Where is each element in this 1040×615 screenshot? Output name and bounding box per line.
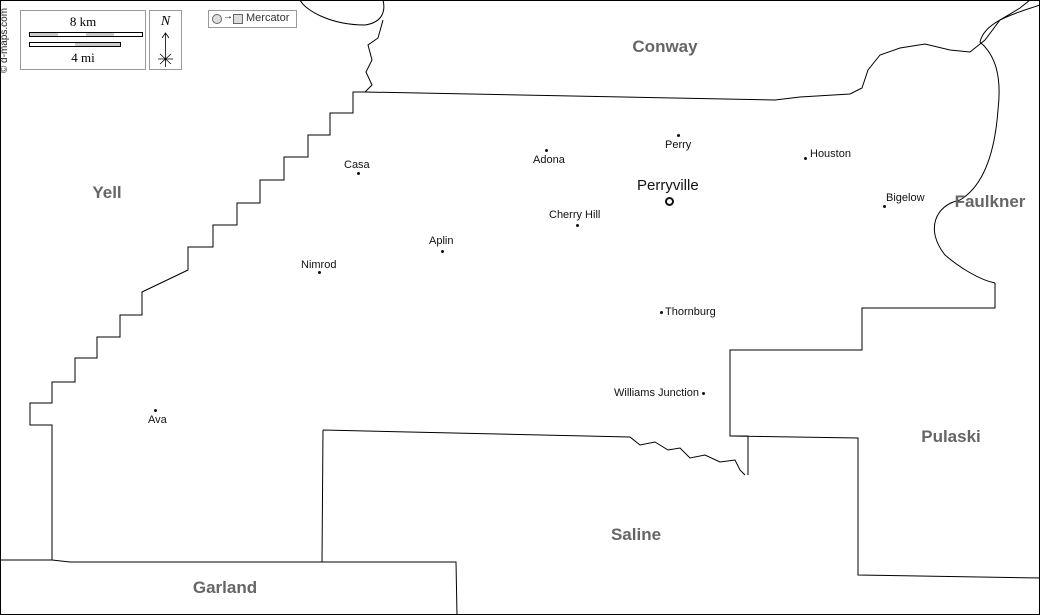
arrow-icon: →: [223, 11, 233, 22]
county-yell: Yell: [92, 183, 122, 202]
credit-text: © d-maps.com: [0, 7, 11, 74]
town-dot: [660, 311, 663, 314]
town-dot: [804, 157, 807, 160]
town-aplin: Aplin: [429, 235, 454, 247]
town-dot: [357, 172, 360, 175]
perry-north-border: [364, 0, 1031, 101]
county-conway: Conway: [632, 37, 698, 56]
town-dot: [677, 134, 680, 137]
scale-bar: 8 km 4 mi: [20, 10, 146, 70]
saline-west-border: [321, 429, 324, 563]
scale-km-label: 8 km: [69, 14, 97, 29]
north-arrow: N: [149, 10, 182, 70]
town-williams-junction: Williams Junction: [614, 387, 699, 399]
perry-west-border: [29, 91, 365, 560]
scale-mi-bar: [29, 42, 121, 47]
projection-label: Mercator: [246, 12, 290, 24]
garland-border: [0, 559, 458, 615]
town-dot: [154, 409, 157, 412]
county-pulaski: Pulaski: [921, 427, 981, 446]
globe-icon: [212, 14, 222, 24]
town-dot: [702, 392, 705, 395]
perry-south-border: [322, 429, 746, 476]
scale-km-bar: [29, 32, 143, 37]
town-perry: Perry: [665, 139, 692, 151]
town-dot: [545, 149, 548, 152]
town-bigelow: Bigelow: [886, 192, 925, 204]
town-dot: [576, 224, 579, 227]
town-ava: Ava: [148, 414, 167, 426]
county-saline: Saline: [610, 525, 662, 544]
map-square-icon: [233, 14, 243, 24]
county-faulkner: Faulkner: [954, 192, 1026, 211]
county-seat-marker: [665, 197, 674, 206]
county-seat-perryville: Perryville: [637, 177, 699, 194]
compass-icon: [158, 32, 173, 67]
town-nimrod: Nimrod: [301, 259, 337, 271]
town-dot: [318, 271, 321, 274]
scale-mi-label: 4 mi: [71, 50, 95, 65]
perry-east-border: [729, 283, 1040, 579]
town-cherry-hill: Cherry Hill: [549, 209, 601, 221]
projection-box: → Mercator: [208, 10, 297, 28]
town-thornburg: Thornburg: [665, 306, 716, 318]
river-arkansas: [299, 0, 1040, 284]
town-dot: [883, 205, 886, 208]
town-houston: Houston: [810, 148, 851, 160]
town-dot: [441, 250, 444, 253]
town-casa: Casa: [344, 159, 370, 171]
north-label: N: [160, 14, 171, 29]
county-garland: Garland: [192, 578, 258, 597]
town-adona: Adona: [533, 154, 565, 166]
